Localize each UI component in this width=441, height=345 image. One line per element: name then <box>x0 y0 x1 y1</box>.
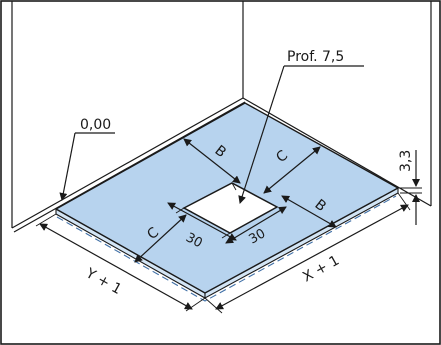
level-label: 0,00 <box>80 117 111 133</box>
depth-callout: Prof. 7,5 <box>238 49 364 204</box>
length-y-label: Y + 1 <box>82 265 124 298</box>
length-x-label: X + 1 <box>300 253 342 286</box>
thickness-dimension: 3,3 <box>398 150 422 225</box>
level-callout: 0,00 <box>59 117 115 201</box>
depth-label: Prof. 7,5 <box>287 49 344 65</box>
room-walls <box>11 1 432 233</box>
thickness-label: 3,3 <box>398 150 414 172</box>
